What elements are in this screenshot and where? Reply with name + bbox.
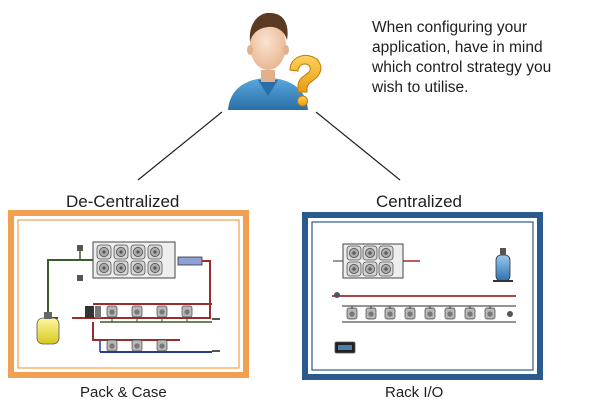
note-line-1: When configuring your	[372, 19, 528, 36]
rack-io-caption: Rack I/O	[385, 384, 444, 401]
user-question-icon	[228, 12, 322, 110]
pack-and-case-panel	[8, 210, 249, 378]
note-line-2: application, have in mind	[372, 39, 543, 56]
branch-line-right	[315, 111, 401, 181]
branch-line-left	[137, 111, 223, 181]
centralized-label: Centralized	[376, 192, 462, 211]
question-mark-icon	[289, 55, 322, 107]
note-line-3: which control strategy you	[372, 59, 552, 76]
de-centralized-label: De-Centralized	[66, 192, 180, 211]
rack-io-panel	[302, 212, 543, 380]
note-line-4: wish to utilise.	[372, 79, 469, 96]
pack-and-case-caption: Pack & Case	[80, 384, 167, 401]
strategy-note: When configuring your application, have …	[372, 18, 551, 98]
